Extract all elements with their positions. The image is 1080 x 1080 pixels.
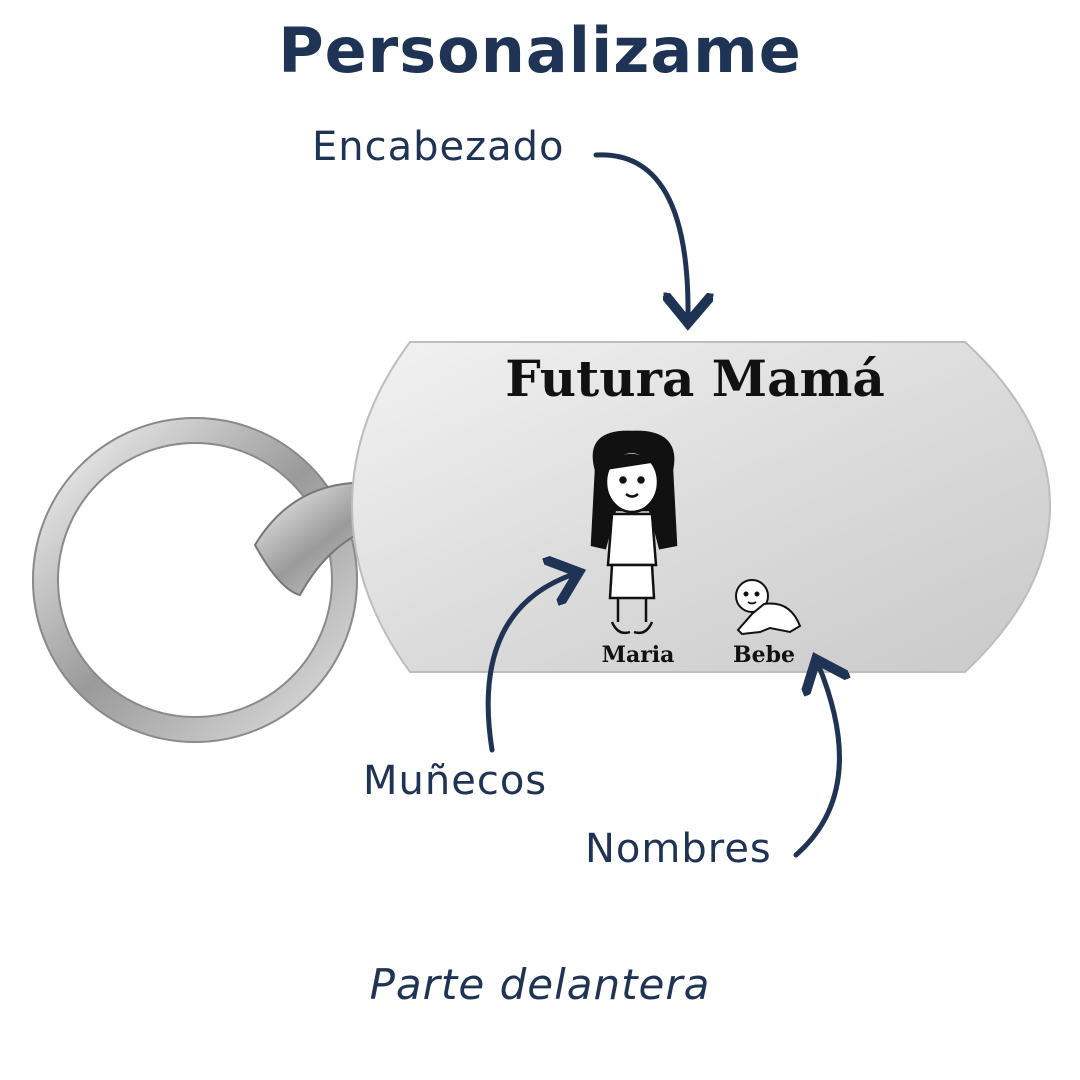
arrow-to-figures-icon: [485, 574, 574, 753]
tag-heading: Futura Mamá: [505, 349, 885, 408]
key-ring: [32, 417, 358, 743]
page-title: Personalizame: [278, 14, 802, 87]
side-caption: Parte delantera: [369, 960, 711, 1009]
callout-names-label: Nombres: [585, 826, 772, 872]
arrow-to-heading-icon: [593, 152, 688, 318]
baby-figure-icon: [735, 579, 802, 636]
name-label-bebe: Bebe: [733, 642, 795, 668]
callout-heading-label: Encabezado: [312, 124, 565, 170]
tag-plate: [350, 341, 1052, 673]
arrow-to-names-icon: [793, 664, 839, 858]
girl-figure-icon: [590, 430, 678, 635]
callout-figures-label: Muñecos: [363, 758, 548, 804]
name-label-maria: Maria: [602, 642, 675, 668]
